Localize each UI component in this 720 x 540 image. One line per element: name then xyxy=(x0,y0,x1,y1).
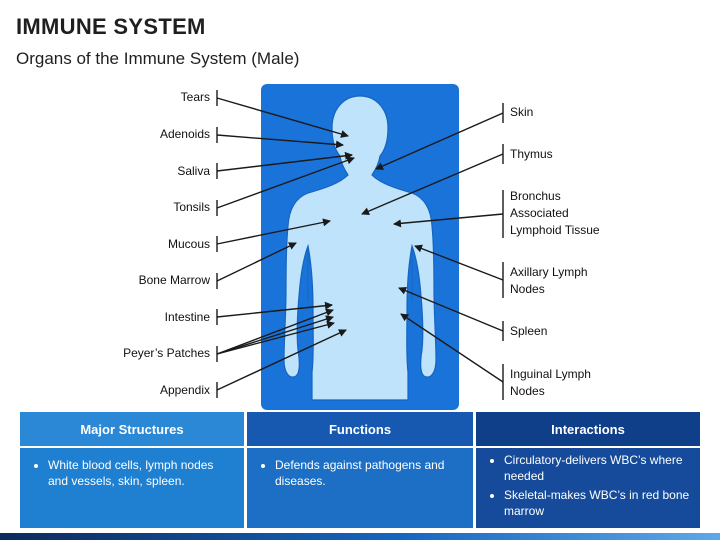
immune-diagram xyxy=(216,84,504,410)
arrow-mucous xyxy=(216,218,331,245)
label-intestine: Intestine xyxy=(164,310,210,324)
page-subtitle: Organs of the Immune System (Male) xyxy=(16,49,300,68)
label-adenoids: Adenoids xyxy=(159,127,210,141)
summary-table: Major Structures Functions Interactions … xyxy=(20,412,700,528)
arrow-peyers-3 xyxy=(216,320,335,355)
arrow-bone-marrow xyxy=(216,242,297,282)
label-inguinal-lymph: Inguinal Lymph xyxy=(510,367,591,381)
label-bone-marrow: Bone Marrow xyxy=(138,273,210,287)
list-item: Circulatory-delivers WBC’s where needed xyxy=(504,452,690,484)
label-tears: Tears xyxy=(180,90,210,104)
label-saliva: Saliva xyxy=(177,164,210,178)
human-silhouette xyxy=(283,95,437,401)
label-appendix: Appendix xyxy=(159,383,210,397)
arrow-adenoids xyxy=(216,134,344,149)
list-item: White blood cells, lymph nodes and vesse… xyxy=(48,457,234,489)
label-axillary-lymph: Axillary Lymph xyxy=(510,265,588,279)
header-functions: Functions xyxy=(247,412,473,446)
label-tonsils: Tonsils xyxy=(173,200,210,214)
arrow-peyers-1 xyxy=(216,308,334,355)
header-major-structures: Major Structures xyxy=(20,412,244,446)
label-lymphoid-tissue: Lymphoid Tissue xyxy=(510,223,600,237)
arrow-appendix xyxy=(216,329,347,391)
arrow-spleen xyxy=(398,286,504,332)
arrow-balt xyxy=(393,213,504,228)
label-inguinal-nodes: Nodes xyxy=(510,384,545,398)
label-thymus: Thymus xyxy=(510,147,553,161)
arrow-tonsils xyxy=(216,156,355,209)
arrow-inguinal xyxy=(400,313,504,383)
label-mucous: Mucous xyxy=(167,237,210,251)
list-item: Skeletal-makes WBC’s in red bone marrow xyxy=(504,487,690,519)
list-item: Defends against pathogens and diseases. xyxy=(275,457,463,489)
arrow-axillary xyxy=(414,244,504,281)
label-bronchus: Bronchus xyxy=(510,189,561,203)
cell-functions: Defends against pathogens and diseases. xyxy=(247,448,473,528)
arrow-thymus xyxy=(361,153,504,215)
arrow-tears xyxy=(216,97,349,138)
arrow-intestine xyxy=(216,301,333,318)
label-axillary-nodes: Nodes xyxy=(510,282,545,296)
label-associated: Associated xyxy=(510,206,569,220)
pointer-lines xyxy=(216,90,504,400)
label-skin: Skin xyxy=(510,105,534,119)
arrow-skin xyxy=(375,112,504,170)
page-title: IMMUNE SYSTEM xyxy=(16,14,206,39)
label-spleen: Spleen xyxy=(510,324,548,338)
arrow-peyers-2 xyxy=(216,315,334,355)
label-peyers-patches: Peyer’s Patches xyxy=(123,346,210,360)
bottom-stripe xyxy=(0,533,720,540)
arrow-saliva xyxy=(216,151,353,172)
cell-interactions: Circulatory-delivers WBC’s where needed … xyxy=(476,448,700,528)
cell-major-structures: White blood cells, lymph nodes and vesse… xyxy=(20,448,244,528)
header-interactions: Interactions xyxy=(476,412,700,446)
